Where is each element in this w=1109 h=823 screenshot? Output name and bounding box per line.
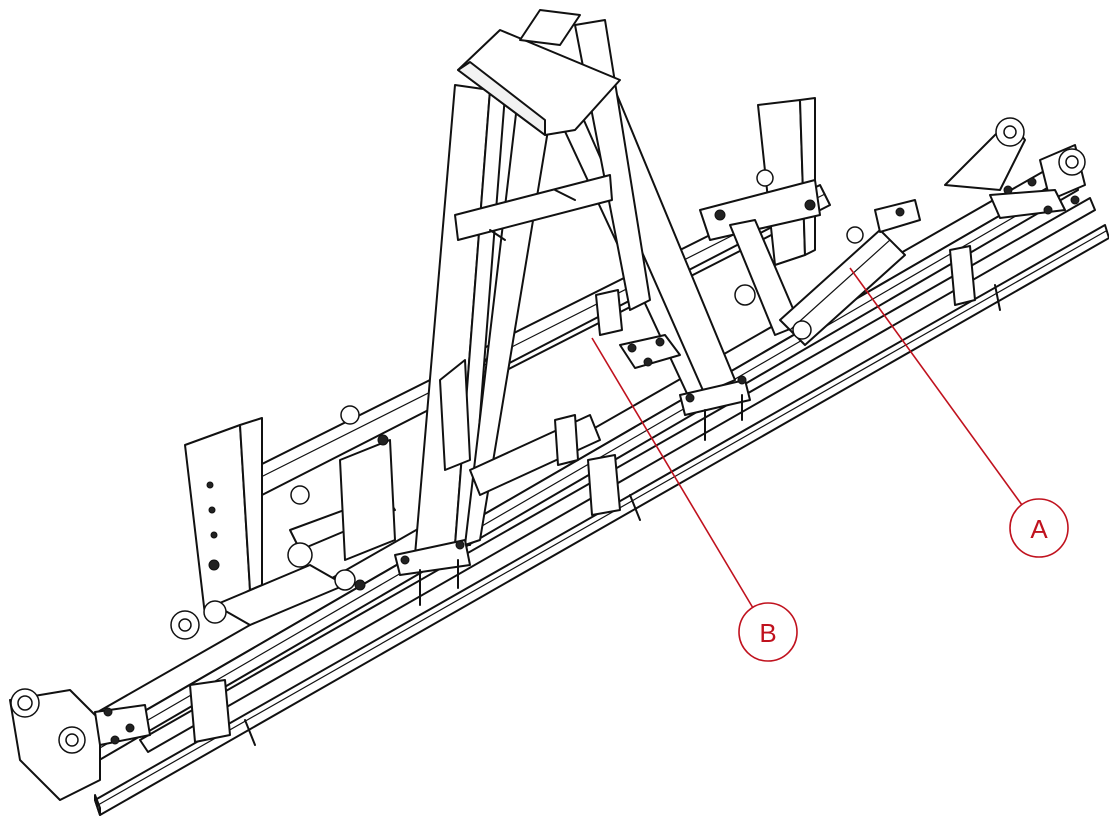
tower-side-bracket [439,359,471,471]
clamp-bolt [244,719,256,746]
rail-clamp [189,679,231,743]
pivot-pin [287,542,313,568]
bolt [125,723,135,733]
right-upper-bore [1003,125,1017,139]
nut [804,199,816,211]
right-mount-plate [989,189,1066,219]
bolt [1027,177,1037,187]
pivot-pin [734,284,756,306]
callout-b-leader [591,337,754,609]
right-foot-plate [679,379,751,416]
bolt [208,559,220,571]
left-link-plate [339,439,396,561]
lower-center-box [469,414,601,496]
nut [377,434,389,446]
callout-b-label: B [759,618,776,648]
left-end-plate [9,689,101,801]
rail-clamps [189,245,1001,746]
center-plate [619,334,681,369]
rod-end [792,320,812,340]
callout-b: B [591,337,798,662]
left-clevis-bore [178,618,192,632]
hydraulic-cylinder [779,199,921,346]
bolt [1070,195,1080,205]
bolt [208,506,216,514]
barrel-edge [789,239,891,331]
pivot-pin [340,405,360,425]
bolt [210,531,218,539]
a-frame-tower [394,9,751,606]
clamp-bolt [629,494,641,521]
bolt [103,707,113,717]
bolt [1043,205,1053,215]
pivot-pin [290,485,310,505]
bolt [685,393,695,403]
nut [714,209,726,221]
lower-pivot-ring [203,600,227,624]
bolt [206,481,214,489]
bolt [655,337,665,347]
pivot-pin [756,169,774,187]
callout-a-label: A [1030,514,1048,544]
clamp-bolt [994,284,1001,311]
left-pivot-bore [17,695,33,711]
threaded-stud [554,189,576,201]
left-linkage [170,405,396,640]
cylinder-clevis [874,199,921,233]
rail-clamp [587,454,621,516]
a-frame-rear-cap [519,9,581,46]
bolt [737,375,747,385]
left-foot-plate [394,539,471,576]
left-end-bracket [9,688,151,801]
bolt [455,540,465,550]
callout-a: A [849,267,1069,558]
right-end-bracket [944,117,1086,219]
left-lower-bore [65,733,79,747]
threaded-stud [489,229,506,241]
rail-clamp [949,245,976,306]
bolt [110,735,120,745]
tower-cross-plate [454,174,613,241]
nut [354,579,366,591]
bolt [627,343,637,353]
bolt [643,357,653,367]
pivot-pin [334,569,356,591]
clevis-pin [895,207,905,217]
rear-uprights [184,97,816,616]
bolt [400,555,410,565]
cylinder-port [846,226,864,244]
callout-a-circle [1009,498,1069,558]
right-pivot-bore [1065,155,1079,169]
bottom-tube-edge [97,230,1107,806]
main-beam-edge [61,180,1077,771]
center-mount-bracket [595,289,681,369]
center-box-plate [554,414,579,466]
left-rear-plate [184,424,251,616]
callout-b-circle [738,602,798,662]
center-u-clamp [595,289,623,336]
bolt [1003,185,1013,195]
callout-a-leader [849,267,1023,506]
a-frame-cap-side [457,61,546,136]
